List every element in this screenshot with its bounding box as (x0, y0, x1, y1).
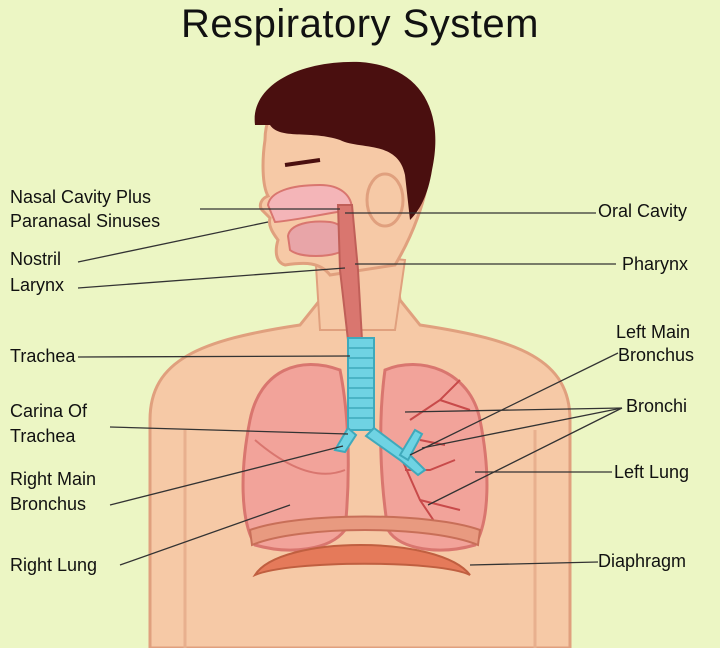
pointer-lines (77, 208, 623, 566)
label-carina-line2: Trachea (10, 426, 76, 446)
label-larynx: Larynx (10, 275, 65, 295)
label-left-main-bronchus-line2: Bronchus (618, 345, 695, 365)
label-diaphragm: Diaphragm (598, 551, 687, 571)
label-pharynx: Pharynx (622, 254, 689, 274)
label-oral-cavity: Oral Cavity (598, 201, 688, 221)
diagram-title: Respiratory System (181, 2, 539, 46)
label-trachea: Trachea (10, 346, 76, 366)
label-left-main-bronchus-line1: Left Main (616, 322, 691, 342)
hair (254, 61, 436, 220)
label-left-lung: Left Lung (614, 462, 690, 482)
right-lung-fissure (254, 439, 346, 475)
ear (365, 172, 405, 228)
diaphragm-muscle (248, 515, 482, 547)
trachea-shape (333, 337, 427, 477)
eyebrow (284, 158, 321, 167)
label-nostril: Nostril (10, 249, 62, 269)
oral-cavity (286, 220, 348, 257)
diaphragm-shape (252, 544, 471, 578)
label-right-main-bronchus-line2: Bronchus (10, 494, 87, 514)
label-right-main-bronchus-line1: Right Main (10, 469, 97, 489)
label-nasal-cavity-line1: Nasal Cavity Plus (10, 187, 152, 207)
label-right-lung: Right Lung (10, 555, 98, 575)
right-lung-shape (241, 362, 350, 552)
label-bronchi: Bronchi (626, 396, 688, 416)
label-nasal-cavity-line2: Paranasal Sinuses (10, 211, 161, 231)
nasal-cavity (266, 183, 354, 224)
label-carina-line1: Carina Of (10, 401, 88, 421)
